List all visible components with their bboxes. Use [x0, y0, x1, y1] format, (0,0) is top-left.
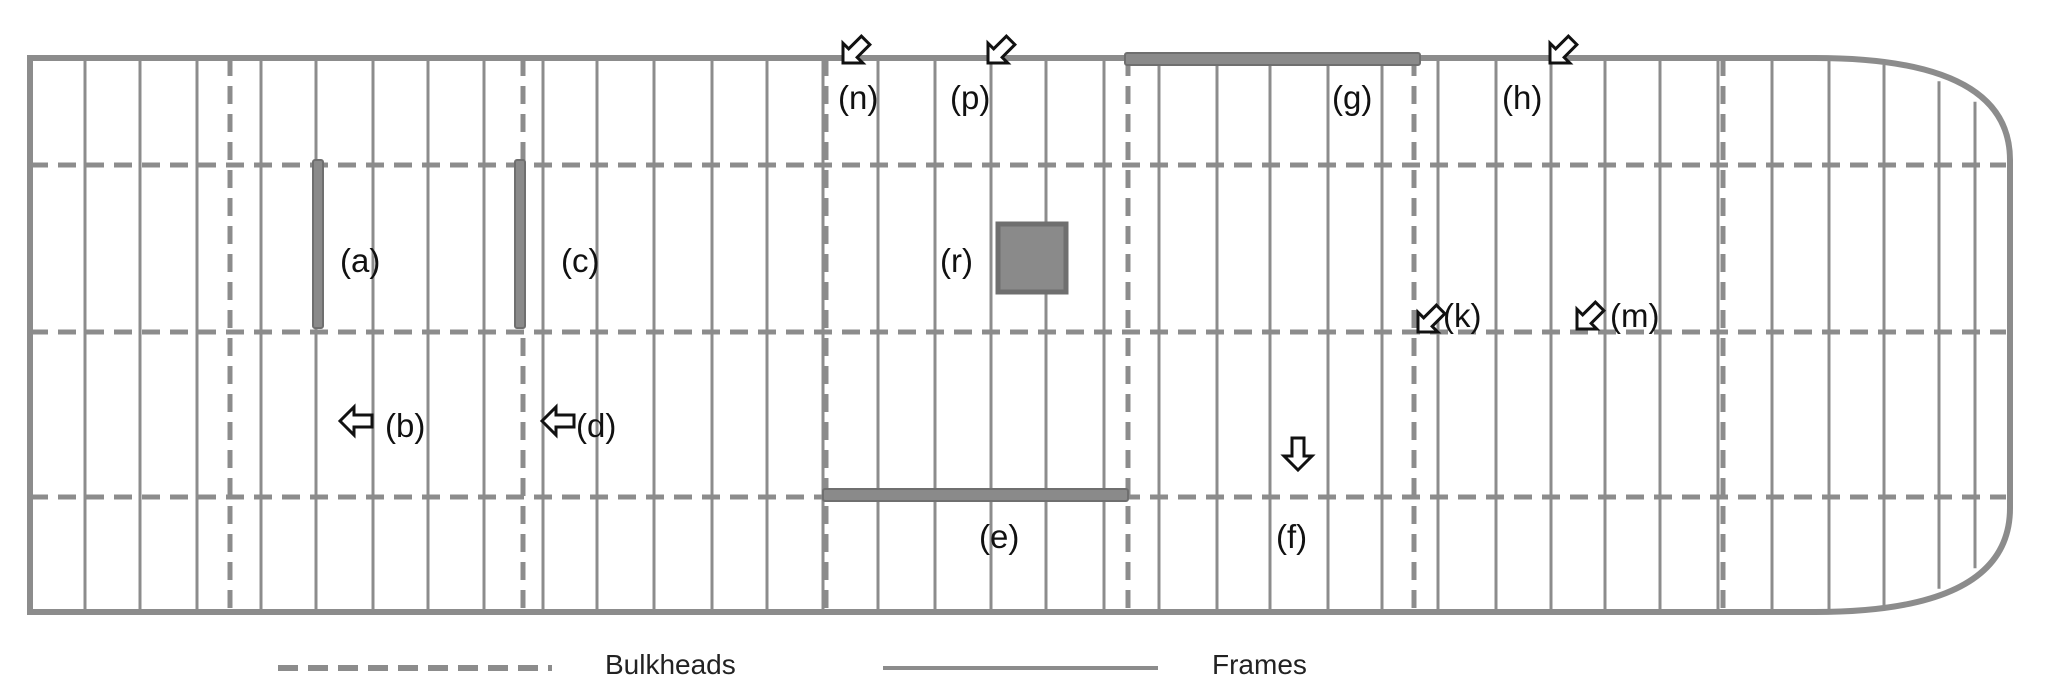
label-f: (f): [1276, 518, 1307, 555]
legend-frames-label: Frames: [1212, 649, 1307, 680]
hollow-arrow-icon: [1280, 436, 1316, 473]
member-e: [822, 488, 1129, 502]
label-r: (r): [940, 242, 973, 279]
hollow-arrow-icon: [1548, 34, 1579, 65]
hollow-arrow-icon: [1416, 303, 1447, 334]
hollow-arrow-icon: [1575, 300, 1606, 331]
hollow-arrow-icon: [539, 403, 576, 439]
label-c: (c): [561, 242, 599, 279]
label-h: (h): [1502, 79, 1542, 116]
square-patch-icon: [995, 221, 1069, 295]
label-p: (p): [950, 79, 990, 116]
hollow-arrow-icon: [337, 403, 374, 439]
label-d: (d): [576, 407, 616, 444]
label-g: (g): [1332, 79, 1372, 116]
frames-group: [83, 58, 1977, 612]
label-a: (a): [340, 242, 380, 279]
member-a: [312, 159, 324, 329]
hollow-arrow-icon: [986, 34, 1017, 65]
label-m: (m): [1610, 297, 1659, 334]
hollow-arrow-icon: [841, 34, 872, 65]
label-b: (b): [385, 407, 425, 444]
hull-outline: [27, 55, 2013, 615]
label-k: (k): [1443, 297, 1481, 334]
member-g: [1124, 52, 1421, 66]
label-e: (e): [979, 518, 1019, 555]
label-n: (n): [838, 79, 878, 116]
member-c: [514, 159, 526, 329]
legend-bulkheads-label: Bulkheads: [605, 649, 736, 680]
